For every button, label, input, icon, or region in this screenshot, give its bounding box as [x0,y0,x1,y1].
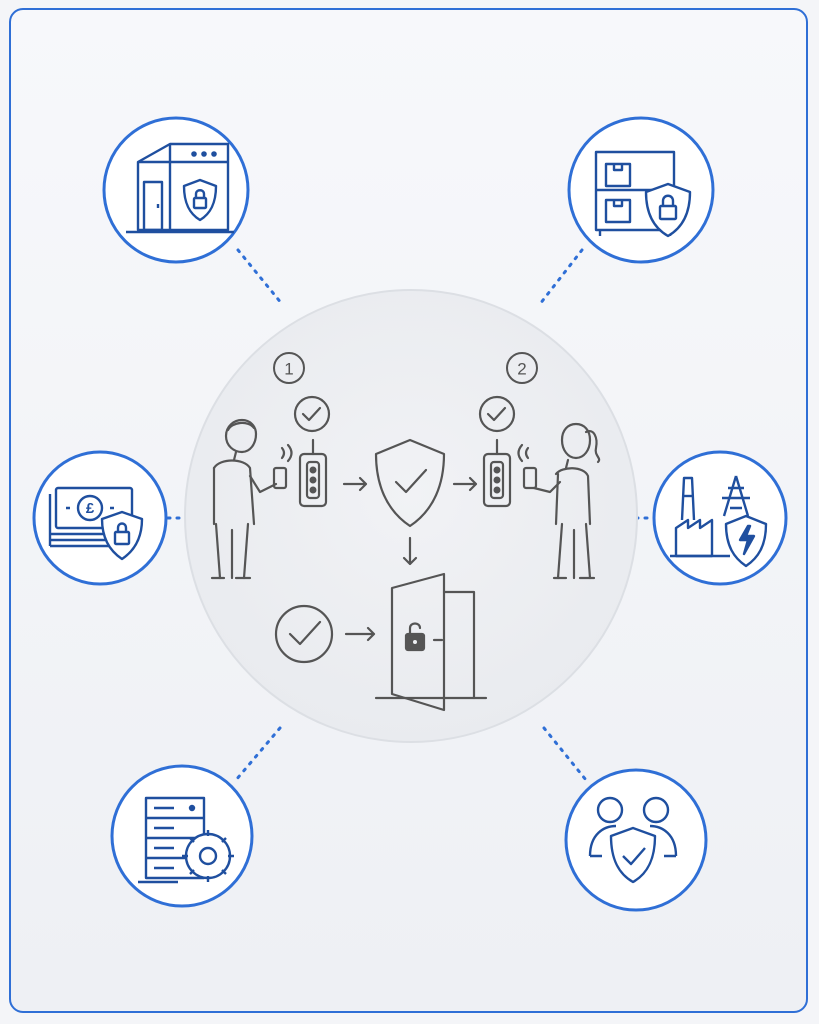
connector-storage [538,248,584,306]
access-granted-check-icon [274,604,334,664]
server-gear-icon [138,796,234,884]
arrow-shield-reader2 [452,476,478,492]
sector-data-center [110,764,254,908]
connectors [166,248,656,782]
arrow-shield-door [402,536,418,566]
sector-secure-storage [567,116,715,264]
unlocked-door-icon [374,572,488,712]
card-reader-1-icon [298,438,328,508]
svg-text:£: £ [86,500,95,517]
sector-personnel-protection [564,768,708,912]
person-1-icon [210,418,293,580]
card-reader-2-icon [482,438,512,508]
step-2-label: 2 [517,360,526,379]
step-1-marker: 1 [273,352,305,384]
storage-shelf-shield-icon [594,150,692,238]
people-shield-icon [588,796,678,884]
arrow-reader1-shield [342,476,368,492]
building-shield-icon [126,142,234,234]
reader-2-check-icon [478,395,516,433]
security-shield-check-icon [374,438,446,528]
connector-building [236,248,284,306]
banknotes-shield-icon: £ [48,486,144,561]
power-plant-shield-icon [670,475,768,568]
sector-secure-building [102,116,250,264]
sector-cash-handling: £ [32,450,168,586]
step-1-label: 1 [284,360,293,379]
person-2-icon [517,422,601,580]
reader-1-check-icon [293,395,331,433]
connector-datacenter [234,726,282,782]
connector-people [542,726,588,782]
arrow-check-door [344,626,376,642]
sector-energy-infrastructure [652,450,788,586]
step-2-marker: 2 [506,352,538,384]
